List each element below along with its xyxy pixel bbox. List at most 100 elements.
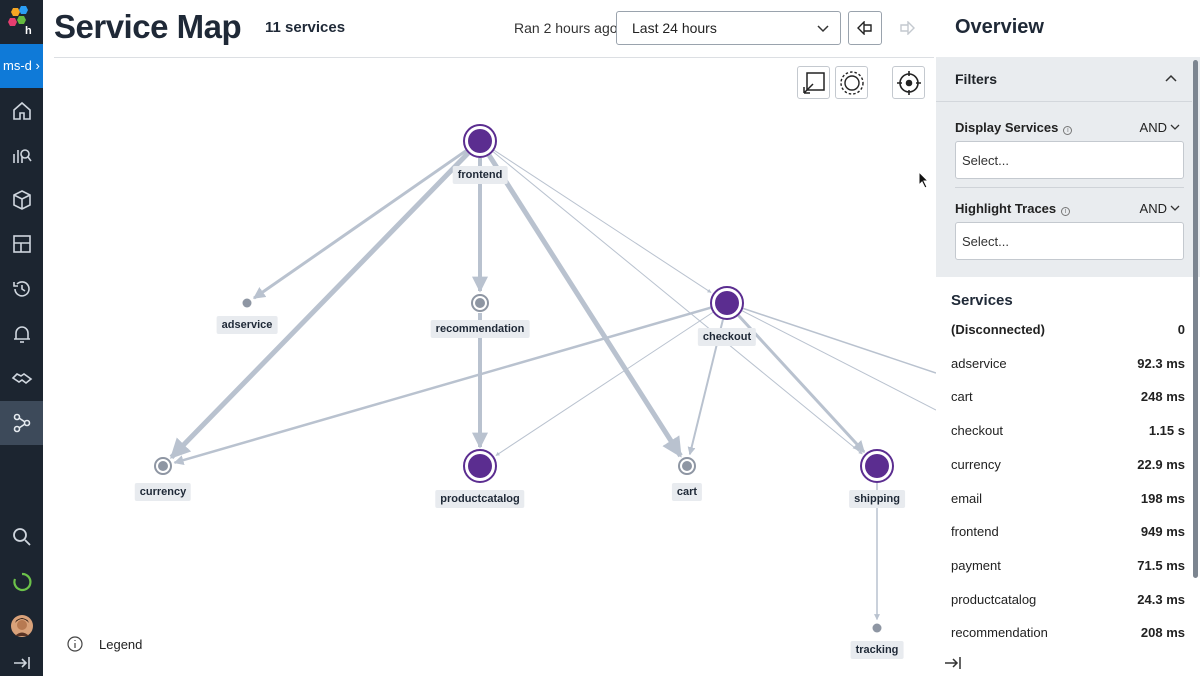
- graph-node-cart[interactable]: [678, 457, 696, 475]
- service-name: cart: [951, 389, 973, 405]
- graph-edge-offscreen: [726, 302, 936, 374]
- service-graph[interactable]: [43, 58, 936, 676]
- graph-edge-checkout-currency[interactable]: [173, 306, 712, 465]
- highlight-traces-select[interactable]: Select...: [955, 222, 1184, 260]
- service-name: productcatalog: [951, 591, 1037, 607]
- info-icon[interactable]: i: [1063, 126, 1073, 135]
- nav-status[interactable]: [0, 560, 43, 604]
- honeycomb-logo[interactable]: h: [7, 6, 35, 36]
- history-forward-button[interactable]: [890, 11, 924, 45]
- datasets-icon: [12, 190, 31, 210]
- recenter-button[interactable]: [892, 66, 925, 99]
- nav-account[interactable]: [0, 604, 43, 648]
- nav-boards[interactable]: [0, 222, 43, 266]
- graph-node-checkout[interactable]: [710, 286, 744, 320]
- info-icon[interactable]: i: [1061, 207, 1071, 216]
- graph-edge-frontend-cart[interactable]: [487, 153, 683, 458]
- service-latency: 24.3 ms: [1137, 591, 1185, 607]
- slos-icon: [11, 373, 32, 385]
- nav-slos[interactable]: [0, 356, 43, 400]
- svg-text:h: h: [25, 25, 32, 36]
- service-name: payment: [951, 557, 1001, 573]
- nav-triggers[interactable]: [0, 312, 43, 356]
- panel-scrollbar[interactable]: [1193, 60, 1198, 578]
- environment-switcher[interactable]: ms-d ›: [0, 44, 43, 88]
- service-row[interactable]: checkout 1.15 s: [951, 421, 1185, 441]
- graph-edge-checkout-shipping[interactable]: [737, 314, 866, 454]
- node-label-currency[interactable]: currency: [134, 483, 192, 501]
- service-name: email: [951, 490, 983, 506]
- arrow-left-icon: [857, 21, 872, 35]
- service-latency: 92.3 ms: [1137, 355, 1185, 371]
- graph-edge-frontend-checkout[interactable]: [493, 149, 712, 293]
- mouse-cursor-icon: [918, 171, 930, 189]
- time-range-value: Last 24 hours: [632, 20, 717, 36]
- node-label-shipping[interactable]: shipping: [849, 490, 905, 508]
- nav-query[interactable]: [0, 133, 43, 177]
- legend-label: Legend: [99, 636, 143, 652]
- home-icon: [12, 101, 31, 120]
- graph-node-frontend[interactable]: [463, 124, 497, 158]
- legend-toggle[interactable]: Legend: [67, 636, 142, 652]
- nav-search[interactable]: [0, 515, 43, 559]
- display-services-select[interactable]: Select...: [955, 141, 1184, 179]
- service-name: adservice: [951, 355, 1007, 371]
- highlight-traces-operator[interactable]: AND: [1140, 201, 1180, 216]
- graph-node-currency[interactable]: [154, 457, 172, 475]
- radial-layout-button[interactable]: [835, 66, 868, 99]
- filters-header[interactable]: Filters: [936, 57, 1192, 102]
- service-map-canvas[interactable]: frontend adservice recommendation checkout c…: [43, 58, 936, 676]
- node-label-frontend[interactable]: frontend: [452, 166, 508, 184]
- graph-edge-offscreen: [726, 302, 936, 411]
- nav-expand[interactable]: [0, 649, 43, 676]
- graph-edge-checkout-productcatalog[interactable]: [495, 311, 714, 456]
- service-row[interactable]: (Disconnected)0: [951, 320, 1185, 340]
- display-services-operator[interactable]: AND: [1140, 120, 1180, 135]
- node-label-tracking[interactable]: tracking: [850, 641, 904, 659]
- service-count: 11 services: [265, 19, 346, 36]
- nav-service-map[interactable]: [0, 401, 43, 445]
- node-label-cart[interactable]: cart: [671, 483, 703, 501]
- query-icon: [12, 149, 32, 163]
- graph-node-adservice[interactable]: [242, 298, 252, 308]
- left-nav-rail: h ms-d ›: [0, 0, 43, 676]
- collapse-panel-icon[interactable]: [944, 655, 962, 671]
- chevron-down-icon: [1170, 205, 1180, 211]
- graph-edge-frontend-currency[interactable]: [169, 151, 470, 460]
- graph-node-productcatalog[interactable]: [463, 449, 497, 483]
- service-name: (Disconnected): [951, 322, 1045, 337]
- nav-datasets[interactable]: [0, 178, 43, 222]
- graph-edge-frontend-shipping[interactable]: [492, 151, 863, 455]
- graph-node-recommendation[interactable]: [471, 294, 489, 312]
- service-row[interactable]: adservice 92.3 ms: [951, 354, 1185, 374]
- history-back-button[interactable]: [848, 11, 882, 45]
- node-label-checkout[interactable]: checkout: [697, 328, 757, 346]
- search-icon: [12, 528, 31, 546]
- time-range-select[interactable]: Last 24 hours: [616, 11, 841, 45]
- header-divider: [54, 57, 934, 58]
- service-name: checkout: [951, 423, 1004, 439]
- expand-sidebar-icon: [13, 656, 30, 669]
- node-label-adservice[interactable]: adservice: [216, 316, 278, 334]
- service-latency: 1.15 s: [1148, 423, 1185, 439]
- filter-divider: [955, 187, 1184, 188]
- nav-home[interactable]: [0, 89, 43, 133]
- nav-history[interactable]: [0, 267, 43, 311]
- boards-icon: [12, 235, 31, 253]
- triggers-icon: [13, 326, 30, 343]
- graph-node-shipping[interactable]: [860, 449, 894, 483]
- node-label-recommendation[interactable]: recommendation: [430, 320, 530, 338]
- graph-edge-frontend-adservice[interactable]: [252, 149, 467, 300]
- graph-node-tracking[interactable]: [872, 623, 882, 633]
- radial-layout-icon: [839, 70, 864, 95]
- fit-to-screen-button[interactable]: [797, 66, 830, 99]
- service-row[interactable]: productcatalog 24.3 ms: [951, 590, 1185, 610]
- node-label-productcatalog[interactable]: productcatalog: [435, 490, 525, 508]
